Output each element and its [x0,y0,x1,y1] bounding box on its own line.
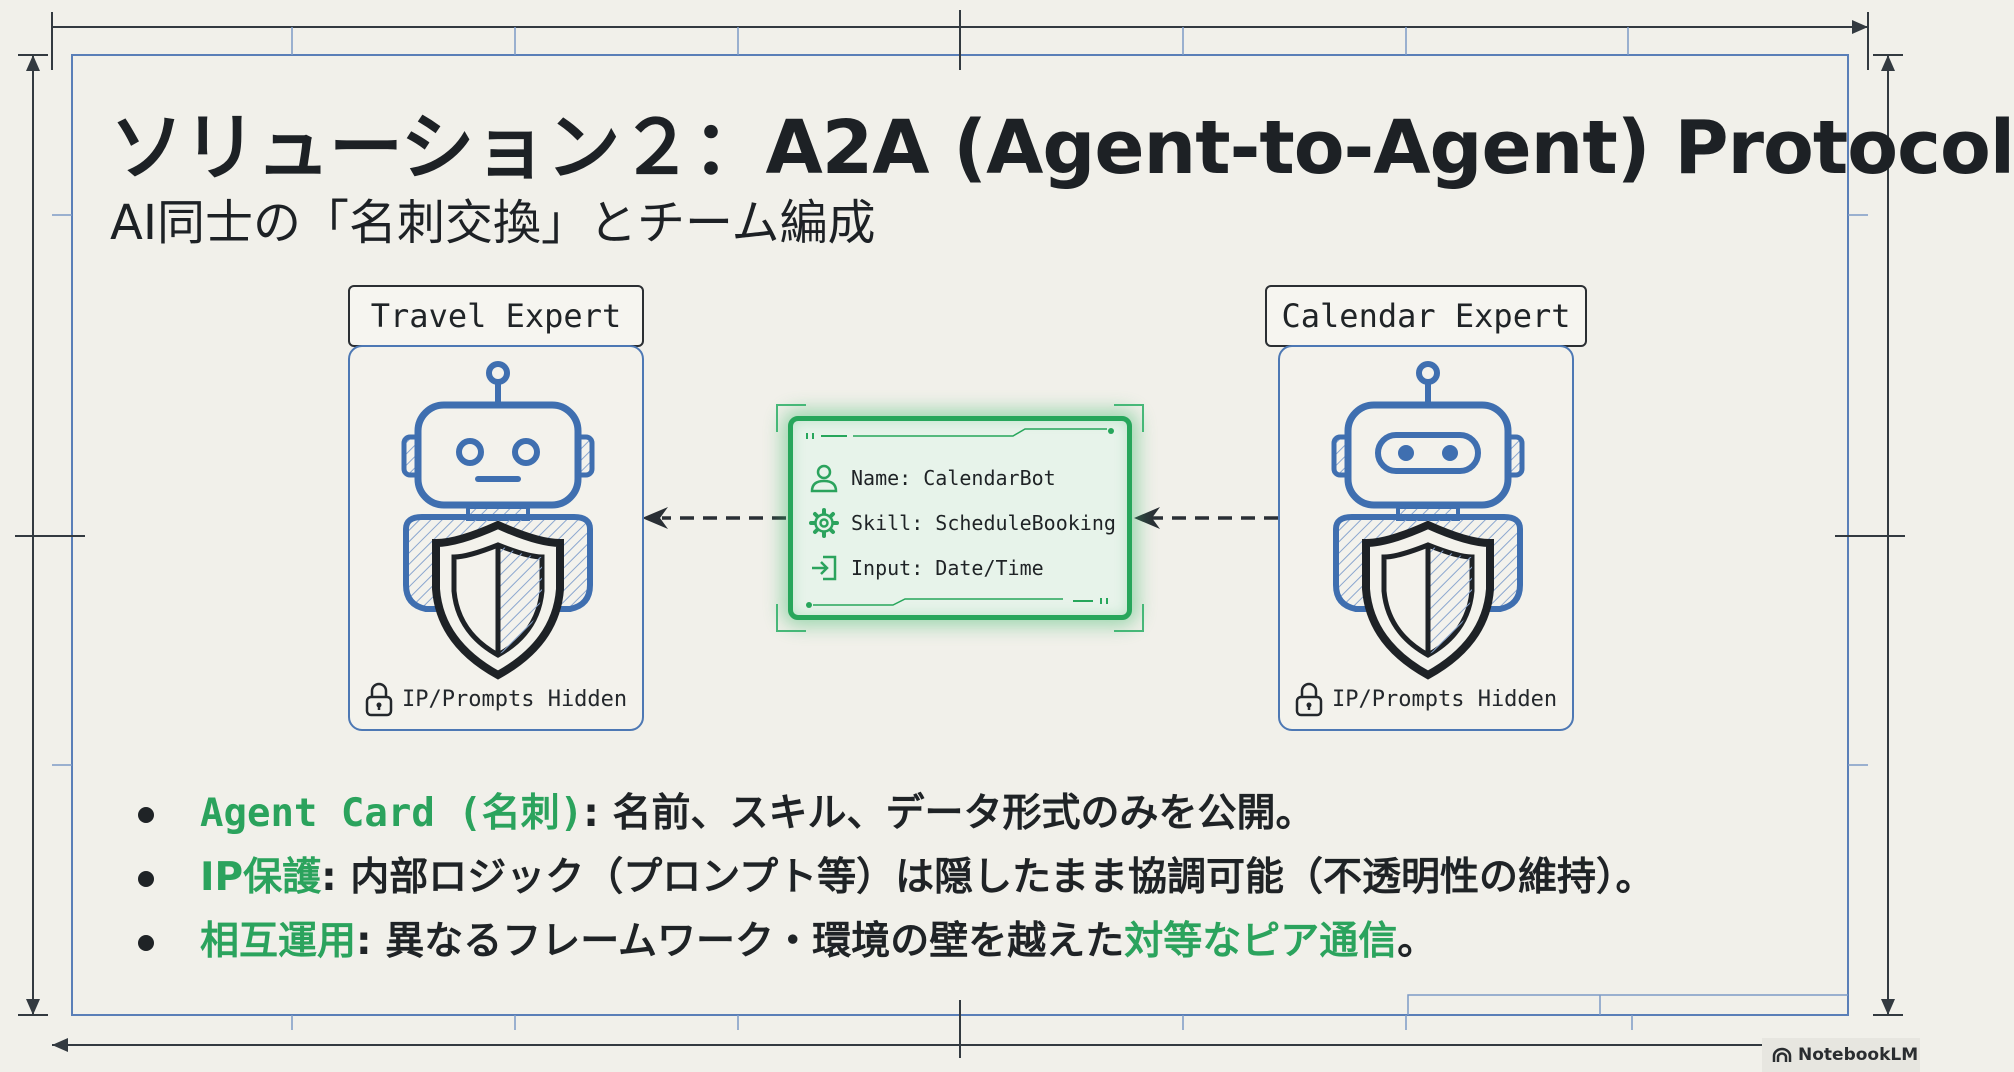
lock-icon [365,682,393,717]
key-points-list: Agent Card (名刺): 名前、スキル、データ形式のみを公開。 IP保護… [130,782,1654,974]
card-header-decoration [806,428,1114,439]
agent-name-tab-calendar: Calendar Expert [1265,285,1587,347]
robot-shield-icon [1331,361,1525,680]
bullet-ip-protection: IP保護: 内部ロジック（プロンプト等）は隠したまま協調可能（不透明性の維持）。 [130,846,1654,910]
person-icon [810,464,838,493]
card-row-input: Input: Date/Time [809,553,1044,583]
slide-subtitle: AI同士の「名刺交換」とチーム編成 [110,195,876,251]
bullet-interoperability: 相互運用: 異なるフレームワーク・環境の壁を越えた対等なピア通信。 [130,910,1654,974]
card-row-skill: Skill: ScheduleBooking [809,508,1116,538]
ip-hidden-label: IP/Prompts Hidden [402,686,628,712]
card-footer-decoration [806,598,1108,608]
bullet-agent-card: Agent Card (名刺): 名前、スキル、データ形式のみを公開。 [130,782,1654,846]
lock-icon [1295,682,1323,717]
gear-icon [809,508,839,538]
agent-name-tab-travel: Travel Expert [348,285,644,347]
notebooklm-watermark: NotebookLM [1762,1038,1920,1072]
agent-card: Name: CalendarBot Skill: ScheduleBooking… [788,416,1132,620]
robot-shield-icon [401,361,595,680]
card-row-name: Name: CalendarBot [809,463,1056,493]
agent-panel-travel: IP/Prompts Hidden [348,345,644,731]
input-arrow-icon [812,555,837,581]
ip-hidden-label: IP/Prompts Hidden [1332,686,1558,712]
notebooklm-logo-icon [1772,1047,1792,1062]
blueprint-frame [15,10,1905,1058]
agent-panel-calendar: IP/Prompts Hidden [1278,345,1574,731]
slide-title: ソリューション２：A2A (Agent-to-Agent) Protocol [110,105,2014,191]
